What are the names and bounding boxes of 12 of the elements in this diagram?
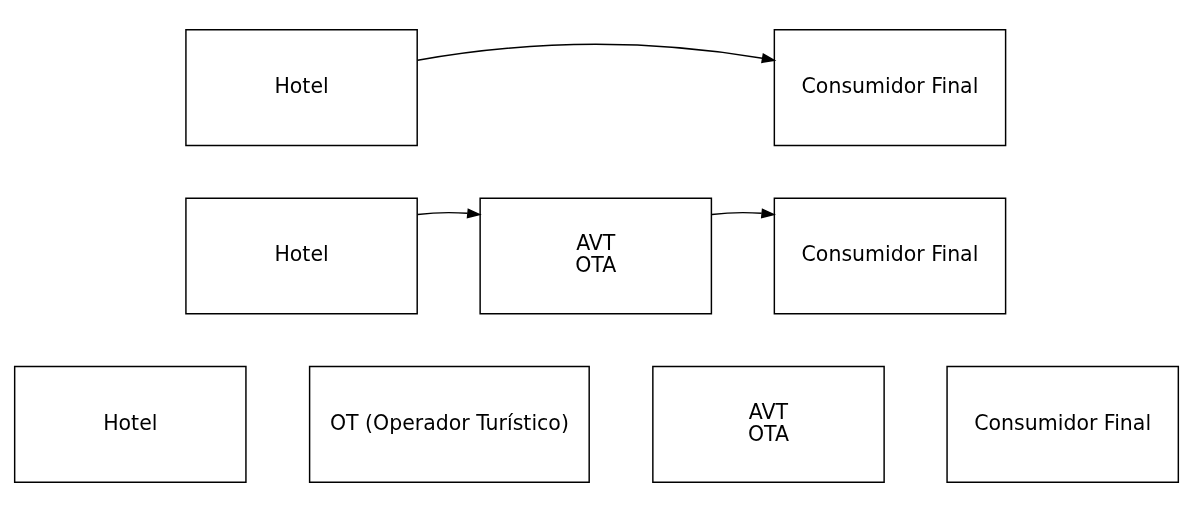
node-box: AVT OTA	[652, 365, 885, 483]
node-box: Hotel	[13, 365, 247, 483]
node-box: Consumidor Final	[773, 196, 1007, 315]
node-box: Consumidor Final	[773, 28, 1007, 146]
node-box: OT (Operador Turístico)	[308, 365, 590, 483]
arrow	[711, 207, 776, 218]
arrow	[416, 43, 777, 63]
node-box: AVT OTA	[479, 196, 713, 315]
node-box: Hotel	[185, 196, 418, 315]
arrow	[416, 207, 482, 218]
node-box: Hotel	[185, 28, 418, 146]
node-box: Consumidor Final	[946, 365, 1180, 483]
